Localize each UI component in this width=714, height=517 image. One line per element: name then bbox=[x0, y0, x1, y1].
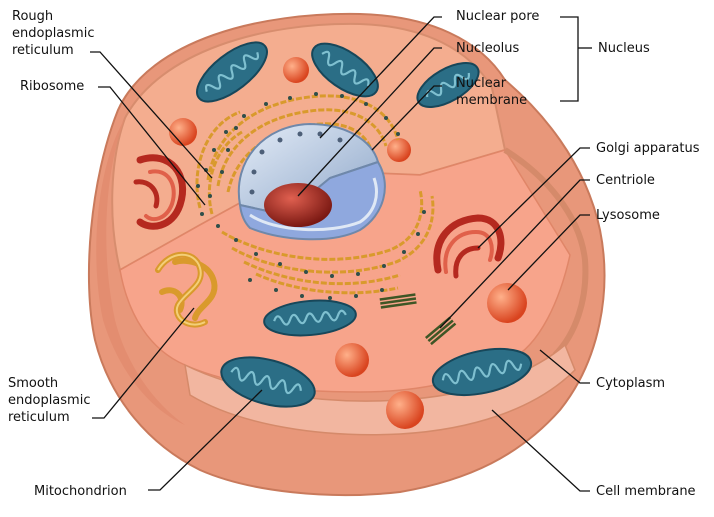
label-cytoplasm: Cytoplasm bbox=[596, 376, 665, 391]
label-smooth-er: Smooth endoplasmic reticulum bbox=[8, 376, 95, 425]
label-centriole: Centriole bbox=[596, 173, 655, 188]
label-nucleus: Nucleus bbox=[598, 41, 650, 56]
label-nuclear-pore: Nuclear pore bbox=[456, 9, 539, 24]
nucleolus bbox=[264, 183, 332, 227]
label-mitochondrion: Mitochondrion bbox=[34, 484, 127, 499]
lysosome-2 bbox=[169, 118, 197, 146]
label-nucleolus: Nucleolus bbox=[456, 41, 520, 56]
lysosome-1 bbox=[283, 57, 309, 83]
lysosome-5 bbox=[335, 343, 369, 377]
nucleus-bracket bbox=[560, 17, 578, 101]
lysosome-3 bbox=[387, 138, 411, 162]
label-rough-er: Rough endoplasmic reticulum bbox=[12, 9, 99, 58]
label-ribosome: Ribosome bbox=[20, 79, 84, 94]
label-golgi: Golgi apparatus bbox=[596, 141, 700, 156]
label-cell-membrane: Cell membrane bbox=[596, 484, 696, 499]
label-lysosome: Lysosome bbox=[596, 208, 660, 223]
lysosome-6 bbox=[386, 391, 424, 429]
lysosome-4 bbox=[487, 283, 527, 323]
